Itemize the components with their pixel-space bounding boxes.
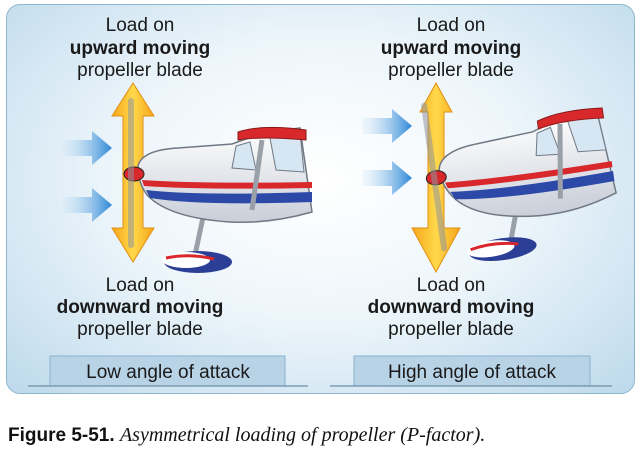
right-bottom-label-line1: Load on [417,275,486,296]
right-top-label-line3: propeller blade [388,60,514,81]
figure-number: Figure 5-51. [8,425,115,446]
left-top-label-line3: propeller blade [77,60,203,81]
figure-caption-text: Asymmetrical loading of propeller (P-fac… [119,424,486,446]
left-wind-arrow-lower [62,188,112,222]
right-wind-arrow-upper [362,109,412,143]
left-caption-bar [49,355,286,387]
left-wind-arrow-upper [62,131,112,165]
left-scene: Load on upward moving propeller blade Lo… [28,15,313,387]
right-bottom-label-line3: propeller blade [388,319,514,340]
right-caption-bar [353,355,591,387]
left-top-label-line2: upward moving [70,38,210,59]
right-bottom-label-line2: downward moving [368,297,535,318]
left-airplane [123,98,313,273]
right-airplane [421,102,617,262]
left-caption: Low angle of attack [86,362,250,383]
left-bottom-label-line2: downward moving [57,297,224,318]
right-top-label-line2: upward moving [381,38,521,59]
right-top-label-line1: Load on [417,15,486,36]
right-scene: Load on upward moving propeller blade Lo… [330,15,617,387]
right-wind-arrow-lower [362,161,412,195]
left-top-label-line1: Load on [106,15,175,36]
right-caption: High angle of attack [388,362,556,383]
figure-caption: Figure 5-51. Asymmetrical loading of pro… [8,424,485,447]
left-bottom-label-line3: propeller blade [77,319,203,340]
left-bottom-label-line1: Load on [106,275,175,296]
